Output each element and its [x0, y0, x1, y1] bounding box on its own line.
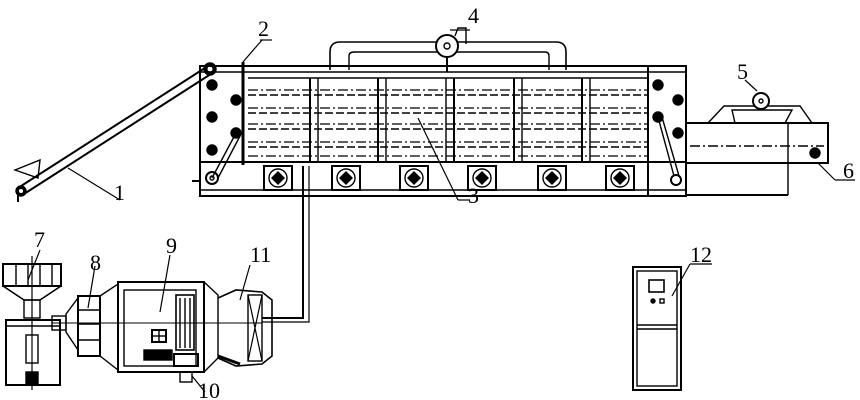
- label-2: 2: [258, 16, 269, 41]
- burner: [51, 282, 119, 372]
- label-3: 3: [468, 183, 479, 208]
- leader-lines: [27, 29, 855, 393]
- label-7: 7: [34, 227, 45, 252]
- inclined-feed-conveyor: [13, 62, 217, 202]
- label-12: 12: [690, 242, 712, 267]
- lower-circulating-fans: [263, 165, 635, 191]
- label-4: 4: [468, 3, 479, 28]
- label-5: 5: [737, 59, 748, 84]
- label-9: 9: [166, 233, 177, 258]
- label-6: 6: [843, 158, 854, 183]
- fuel-hopper-feeder: [2, 256, 62, 390]
- label-1: 1: [114, 180, 125, 205]
- label-10: 10: [198, 378, 220, 400]
- top-circulating-fan: [329, 27, 567, 72]
- hot-air-furnace: [117, 281, 219, 383]
- hot-air-duct: [262, 166, 310, 323]
- cooling-section: [685, 92, 829, 196]
- heat-exchanger-outlet: [217, 289, 273, 367]
- control-cabinet: [632, 266, 682, 391]
- part-labels: 1 2 3 4 5 6 7 8 9 10 11 12: [34, 3, 854, 400]
- label-8: 8: [90, 250, 101, 275]
- dryer-body: [192, 62, 687, 197]
- label-11: 11: [250, 242, 271, 267]
